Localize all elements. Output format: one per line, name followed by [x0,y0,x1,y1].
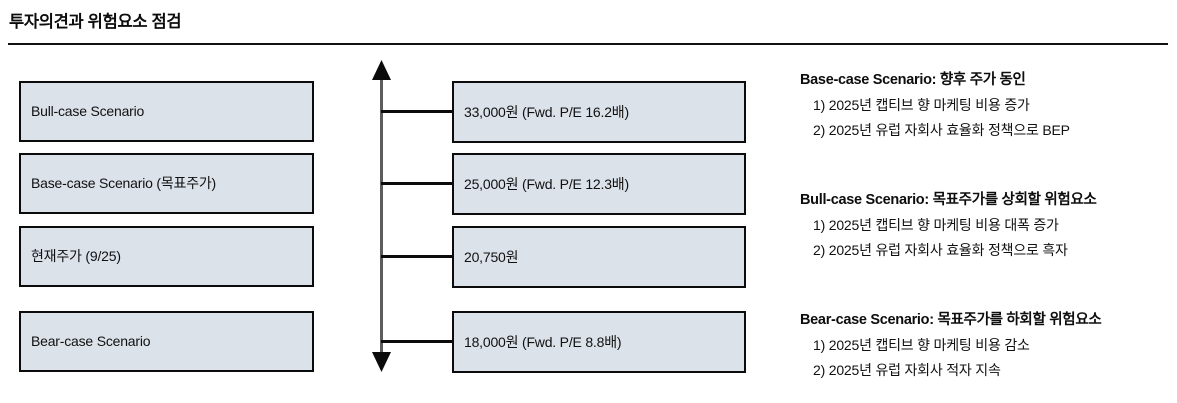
note-item: 2) 2025년 유럽 자회사 적자 지속 [813,362,1001,379]
price-box-bull: 33,000원 (Fwd. P/E 16.2배) [452,81,746,143]
note-block-bull-case: Bull-case Scenario: 목표주가를 상회할 위험요소 1) 20… [800,191,1170,262]
scenario-label-text: Bear-case Scenario [31,333,151,350]
note-heading: Bear-case Scenario: 목표주가를 하회할 위험요소 [800,312,1102,328]
price-box-base: 25,000원 (Fwd. P/E 12.3배) [452,153,746,215]
scenario-label-box-bear: Bear-case Scenario [19,311,314,372]
connector-line-current [381,255,454,258]
scenario-label-box-base: Base-case Scenario (목표주가) [19,153,314,214]
price-text: 25,000원 (Fwd. P/E 12.3배) [464,175,629,192]
note-item: 1) 2025년 캡티브 향 마케팅 비용 증가 [813,96,1030,113]
price-box-bear: 18,000원 (Fwd. P/E 8.8배) [452,311,746,373]
note-item: 1) 2025년 캡티브 향 마케팅 비용 감소 [813,336,1030,353]
scenario-label-text: Base-case Scenario (목표주가) [31,175,217,192]
price-axis-double-arrow [372,60,391,372]
scenario-label-text: Bull-case Scenario [31,103,145,120]
note-heading: Base-case Scenario: 향후 주가 동인 [800,72,1026,88]
scenario-label-box-bull: Bull-case Scenario [19,81,314,142]
note-block-bear-case: Bear-case Scenario: 목표주가를 하회할 위험요소 1) 20… [800,311,1170,382]
page-title: 투자의견과 위험요소 점검 [9,13,182,31]
scenario-label-text: 현재주가 (9/25) [31,248,121,265]
price-box-current: 20,750원 [452,226,746,288]
price-text: 33,000원 (Fwd. P/E 16.2배) [464,103,629,120]
connector-line-bull [381,110,454,113]
connector-line-bear [381,340,454,343]
note-item: 1) 2025년 캡티브 향 마케팅 비용 대폭 증가 [813,216,1059,233]
scenario-label-box-current: 현재주가 (9/25) [19,226,314,287]
note-item: 2) 2025년 유럽 자회사 효율화 정책으로 흑자 [813,242,1068,259]
title-divider [8,43,1168,45]
connector-line-base [381,182,454,185]
price-text: 20,750원 [464,248,519,265]
note-item: 2) 2025년 유럽 자회사 효율화 정책으로 BEP [813,122,1070,139]
note-heading: Bull-case Scenario: 목표주가를 상회할 위험요소 [800,192,1097,208]
price-text: 18,000원 (Fwd. P/E 8.8배) [464,333,622,350]
note-block-base-case: Base-case Scenario: 향후 주가 동인 1) 2025년 캡티… [800,71,1170,142]
